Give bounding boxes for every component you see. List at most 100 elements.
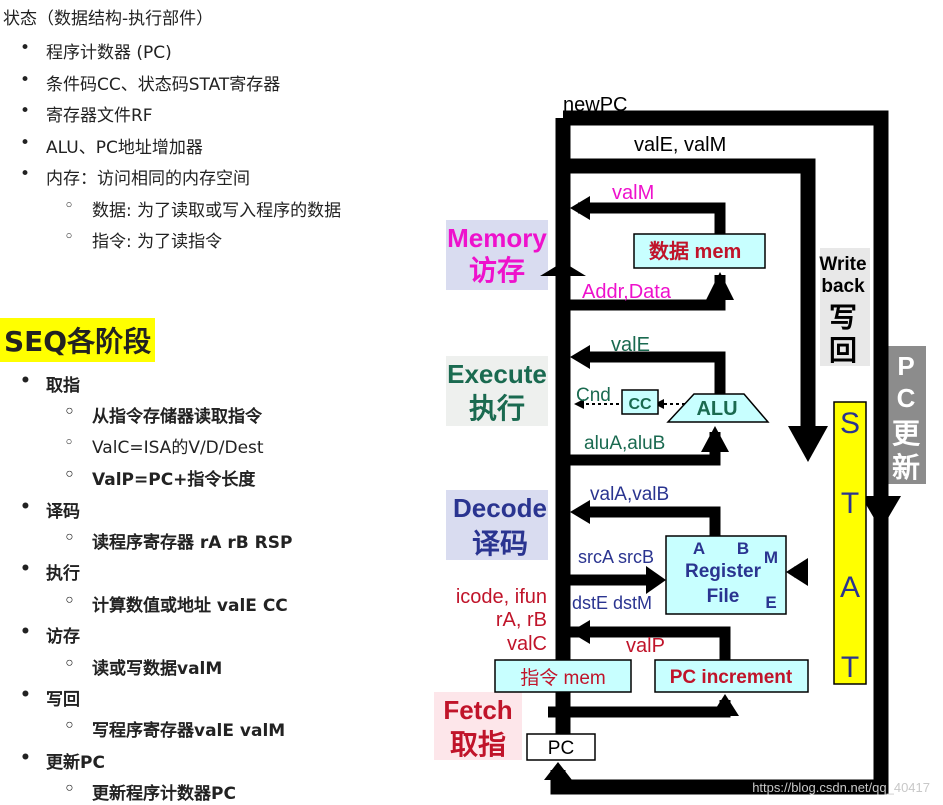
pc-increment-label: PC increment: [670, 667, 793, 688]
alu-label: ALU: [696, 398, 737, 420]
cnd-label: Cnd: [576, 385, 611, 406]
stat-letter: T: [841, 487, 859, 520]
reg-port-m: M: [764, 548, 778, 567]
vale-arrowhead: [570, 345, 590, 369]
state-item: 寄存器文件RF: [20, 101, 152, 126]
reg-port-a: A: [693, 539, 705, 558]
stage-detail: 从指令存储器读取指令: [64, 402, 262, 427]
writeback-cn-1: 写: [829, 302, 857, 333]
writeback-en-1: Write: [819, 254, 866, 275]
pc-update-4: 新: [892, 452, 920, 483]
register-file-box: [665, 535, 787, 615]
pc-update-1: P: [897, 351, 914, 381]
pc-box-label: PC: [548, 738, 574, 759]
valm-arrowhead: [570, 196, 590, 220]
dste-dstm-label: dstE dstM: [572, 593, 652, 613]
instr-mem-box: [494, 659, 632, 693]
data-mem-box: [633, 233, 766, 269]
stage-detail: 读或写数据valM: [64, 654, 222, 679]
cc-label: CC: [628, 396, 652, 413]
vale-valm-top-label: valE, valM: [634, 134, 726, 156]
vala-valb-label: valA,valB: [590, 484, 669, 505]
vala-arrowhead: [570, 500, 590, 524]
stage-detail: ValP=PC+指令长度: [64, 465, 255, 490]
ra-rb-label: rA, rB: [496, 609, 547, 631]
vala-valb-line: [580, 506, 721, 538]
execute-stage-cn: 执行: [469, 392, 525, 424]
stage-detail: 更新程序计数器PC: [64, 779, 236, 804]
state-item: ALU、PC地址增加器: [20, 133, 203, 158]
memory-stage-bg: [446, 220, 548, 290]
rf-write-arrowhead: [786, 558, 808, 586]
stat-box: [833, 401, 867, 685]
alu-arrowhead: [701, 426, 729, 452]
memory-arrowhead: [540, 262, 586, 276]
reg-port-b: B: [737, 539, 749, 558]
fetch-stage-en: Fetch: [443, 695, 512, 725]
decode-stage-bg: [446, 490, 548, 560]
cnd-arrowhead: [574, 399, 584, 409]
src-arrowhead: [646, 566, 666, 594]
pc-to-increment-line: [548, 700, 731, 718]
pc-update-bg: [886, 346, 926, 484]
stage-name: 取指: [20, 371, 80, 396]
file-label: File: [707, 586, 740, 607]
writeback-path: [563, 158, 816, 430]
stage-detail: ValC=ISA的V/D/Dest: [64, 433, 263, 458]
icode-ifun-label: icode, ifun: [456, 586, 547, 608]
pc-update-3: 更: [892, 418, 921, 449]
valm-line: [578, 202, 726, 234]
stage-name: 访存: [20, 622, 80, 647]
newpc-loop: [563, 110, 889, 520]
state-item: 程序计数器 (PC): [20, 38, 172, 63]
arrowheads: [540, 196, 901, 780]
stage-name: 执行: [20, 559, 80, 584]
stage-name: 更新PC: [20, 748, 105, 773]
stat-letter: S: [840, 407, 860, 440]
instr-mem-label: 指令 mem: [520, 667, 606, 689]
memory-stage-en: Memory: [447, 223, 547, 253]
writeback-bg: [820, 248, 870, 366]
register-label: Register: [685, 561, 762, 582]
writeback-cn-2: 回: [829, 335, 857, 366]
seq-section-title: SEQ各阶段: [0, 318, 156, 362]
vale-line: [580, 351, 726, 394]
vale-label: valE: [611, 334, 650, 356]
srca-srcb-label: srcA srcB: [578, 547, 654, 567]
pc-arrowhead: [544, 762, 572, 780]
stage-detail: 写程序寄存器valE valM: [64, 716, 285, 741]
fetch-stage-bg: [434, 692, 522, 760]
stat-letter: A: [840, 571, 860, 604]
addr-data-label: Addr,Data: [582, 281, 672, 303]
memory-subitem: 指令: 为了读指令: [64, 227, 222, 252]
cc-box: [621, 389, 659, 415]
stage-detail: 计算数值或地址 valE CC: [64, 591, 288, 616]
decode-stage-en: Decode: [453, 493, 547, 523]
pc-increment-box: [654, 659, 809, 693]
valc-label: valC: [507, 633, 547, 655]
stage-name: 写回: [20, 685, 80, 710]
alu-shape: [666, 393, 770, 423]
decode-stage-cn: 译码: [472, 528, 528, 559]
valp-line: [563, 626, 731, 662]
pc-box: [526, 733, 596, 761]
memory-stage-cn: 访存: [469, 254, 525, 286]
stage-detail: 读程序寄存器 rA rB RSP: [64, 528, 292, 553]
pc-update-2: C: [897, 383, 916, 413]
valp-label: valP: [626, 635, 665, 657]
state-item: 条件码CC、状态码STAT寄存器: [20, 70, 280, 95]
reg-port-e: E: [765, 593, 776, 612]
watermark: https://blog.csdn.net/qq_40417: [752, 780, 930, 795]
execute-stage-bg: [446, 356, 548, 426]
memory-subitem: 数据: 为了读取或写入程序的数据: [64, 196, 341, 221]
increment-arrowhead: [711, 694, 739, 716]
stage-name: 译码: [20, 497, 80, 522]
writeback-en-2: back: [821, 276, 865, 297]
cc-arrowhead: [654, 399, 664, 409]
fetch-stage-cn: 取指: [450, 729, 506, 760]
addr-arrowhead: [706, 272, 734, 300]
execute-stage-en: Execute: [447, 359, 547, 389]
stat-letter: T: [841, 651, 859, 684]
alua-alub-label: aluA,aluB: [584, 433, 665, 454]
